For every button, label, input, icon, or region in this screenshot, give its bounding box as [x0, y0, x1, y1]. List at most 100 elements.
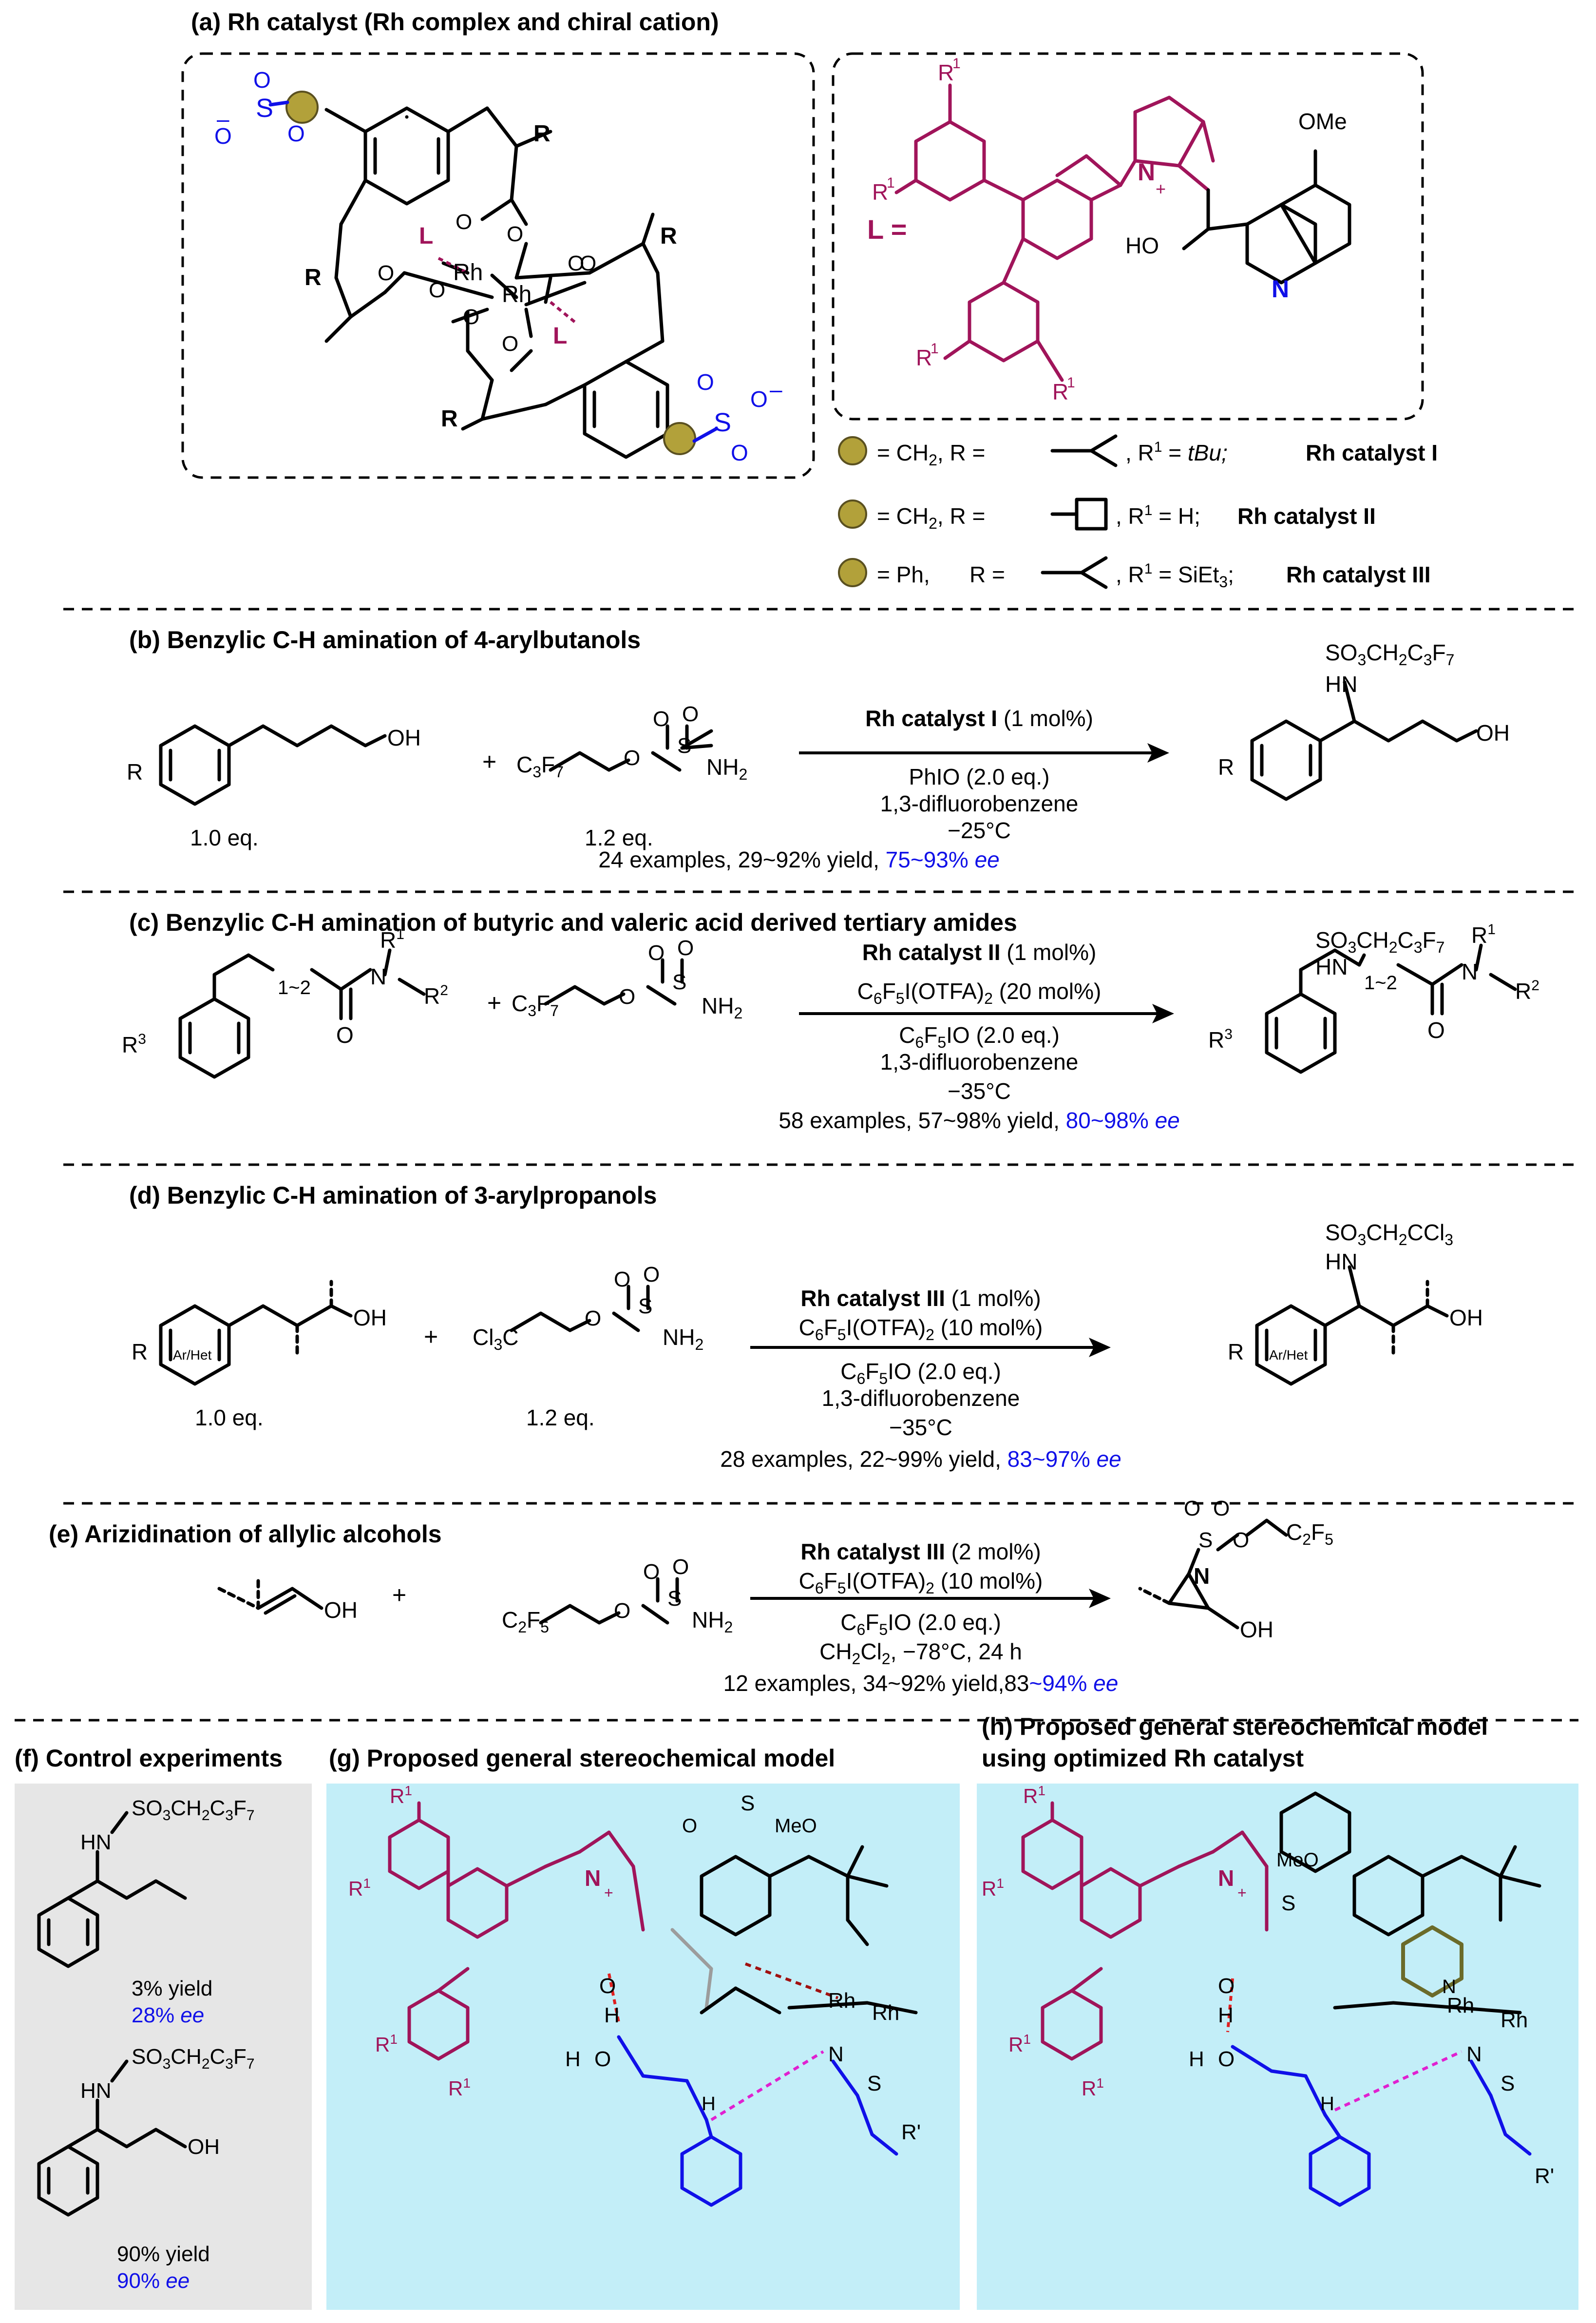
svg-text:O: O [672, 1555, 689, 1579]
svg-text:SO3CH2C3F7: SO3CH2C3F7 [1315, 927, 1444, 956]
svg-text:H: H [565, 2047, 581, 2071]
cond-d-2: C6F5IO (2.0 eq.) [840, 1359, 1001, 1387]
ligand-l-left: L [419, 223, 433, 249]
svg-text:HN: HN [80, 2079, 112, 2103]
sulfur-bottom: S [714, 408, 731, 437]
model-g [388, 1801, 918, 2207]
cond-c-2: C6F5IO (2.0 eq.) [899, 1022, 1060, 1051]
svg-text:, R1 = SiEt3;: , R1 = SiEt3; [1116, 561, 1234, 591]
rh-label-2: Rh [502, 282, 532, 307]
svg-text:, R1 = H;: , R1 = H; [1116, 502, 1200, 529]
legend-catalyst-3: Rh catalyst III [1286, 562, 1431, 587]
svg-text:= CH2, R =: = CH2, R = [877, 440, 985, 469]
svg-text:N: N [828, 2042, 844, 2066]
cond-c-catalyst: Rh catalyst II (1 mol%) [862, 940, 1097, 965]
panel-h-title-2: using optimized Rh catalyst [982, 1745, 1304, 1772]
cond-d-catalyst: Rh catalyst III (1 mol%) [800, 1286, 1041, 1311]
svg-text:O: O [682, 1815, 697, 1837]
svg-text:R: R [1228, 1339, 1244, 1364]
rh-g-1: Rh [828, 1989, 855, 2013]
svg-text:OH: OH [353, 1305, 387, 1330]
r1-br-sup: 1 [1067, 375, 1075, 391]
result-e: 12 examples, 34~92% yield,83~94% ee [723, 1670, 1119, 1696]
svg-text:O: O [585, 1306, 601, 1330]
meo-h: MeO [1276, 1849, 1319, 1871]
cond-d-1: C6F5I(OTFA)2 (10 mol%) [799, 1315, 1043, 1344]
o-label-7: O [463, 305, 479, 329]
svg-text:H: H [1189, 2047, 1204, 2071]
svg-text:C3F7: C3F7 [512, 991, 559, 1019]
svg-text:R =: R = [969, 562, 1005, 587]
panel-h-title-1: (h) Proposed general stereochemical mode… [982, 1713, 1488, 1740]
svg-text:O: O [594, 2047, 611, 2071]
cond-c-4: −35°C [948, 1078, 1011, 1104]
svg-text:NH2: NH2 [692, 1607, 733, 1636]
panel-g-title: (g) Proposed general stereochemical mode… [329, 1745, 835, 1772]
svg-text:S: S [667, 1587, 682, 1611]
ball-top [285, 91, 319, 124]
r-label-4: R [441, 406, 458, 432]
svg-text:R: R [132, 1339, 148, 1364]
svg-text:O: O [1218, 2047, 1235, 2071]
svg-text:O: O [336, 1022, 354, 1048]
sulfonate-o6: O [731, 440, 748, 465]
control-1-ee: 28% ee [132, 2003, 204, 2027]
control-1-group: SO3CH2C3F7 [132, 1796, 255, 1824]
quinuclidine-n: N [1138, 158, 1155, 186]
o-label-8: O [502, 332, 518, 356]
product-b-group: SO3CH2C3F7 [1325, 640, 1454, 669]
svg-text:OH: OH [1240, 1617, 1273, 1642]
svg-text:O: O [1218, 1974, 1235, 1998]
reagent-eq-d: 1.2 eq. [526, 1405, 595, 1430]
svg-text:R1: R1 [380, 926, 404, 953]
svg-text:C2F5: C2F5 [502, 1607, 549, 1636]
cond-b-1: PhIO (2.0 eq.) [909, 764, 1050, 789]
r-label-1: R [533, 121, 551, 147]
svg-text:+: + [392, 1581, 406, 1609]
rh-g-2: Rh [872, 2001, 899, 2025]
svg-text:= Ph,: = Ph, [877, 562, 930, 587]
svg-text:O: O [648, 941, 665, 965]
svg-text:+: + [1237, 1884, 1247, 1901]
r1-left-sup: 1 [887, 175, 895, 191]
oh-b-sm: OH [387, 725, 421, 750]
svg-text:OH: OH [188, 2135, 220, 2159]
rprime-g: R' [901, 2120, 921, 2144]
o-label-2: O [507, 222, 523, 246]
svg-text:HN: HN [1315, 954, 1348, 979]
svg-text:R3: R3 [122, 1031, 146, 1057]
model-h [1021, 1791, 1541, 2207]
svg-text:O: O [653, 707, 669, 731]
svg-text:O: O [624, 746, 640, 770]
svg-text:N: N [585, 1865, 601, 1891]
sulfonate-o3: O [214, 123, 232, 149]
reagent-c3f7: C3F7 [516, 752, 564, 781]
panel-h-background [977, 1784, 1578, 2310]
l-equals: L = [867, 214, 907, 245]
svg-text:+: + [604, 1884, 613, 1901]
panel-b-structures [159, 680, 1478, 806]
o-label-6: O [580, 251, 596, 275]
svg-text:O: O [643, 1263, 660, 1286]
svg-text:S: S [1501, 2072, 1515, 2095]
panel-f-title: (f) Control experiments [15, 1745, 283, 1772]
sulfur-top: S [256, 94, 273, 123]
svg-text:R2: R2 [1515, 978, 1539, 1004]
catalyst-legend: = CH2, R = , R1 = tBu; Rh catalyst I = C… [838, 434, 1438, 591]
svg-text:S: S [672, 970, 686, 994]
control-2-yield: 90% yield [117, 2242, 210, 2266]
quinoline-n: N [1272, 275, 1289, 303]
svg-text:N: N [1194, 1563, 1210, 1589]
svg-text:NH2: NH2 [663, 1325, 703, 1353]
legend-catalyst-2: Rh catalyst II [1237, 503, 1376, 529]
cond-c-3: 1,3-difluorobenzene [880, 1049, 1079, 1075]
svg-text:+: + [424, 1323, 438, 1350]
sm-eq-d: 1.0 eq. [195, 1405, 264, 1430]
n-plus: + [1156, 179, 1166, 199]
cond-d-4: −35°C [889, 1415, 952, 1440]
cond-b-2: 1,3-difluorobenzene [880, 791, 1079, 816]
svg-text:NH2: NH2 [702, 993, 742, 1022]
sulfonate-neg-bottom: – [770, 377, 782, 402]
